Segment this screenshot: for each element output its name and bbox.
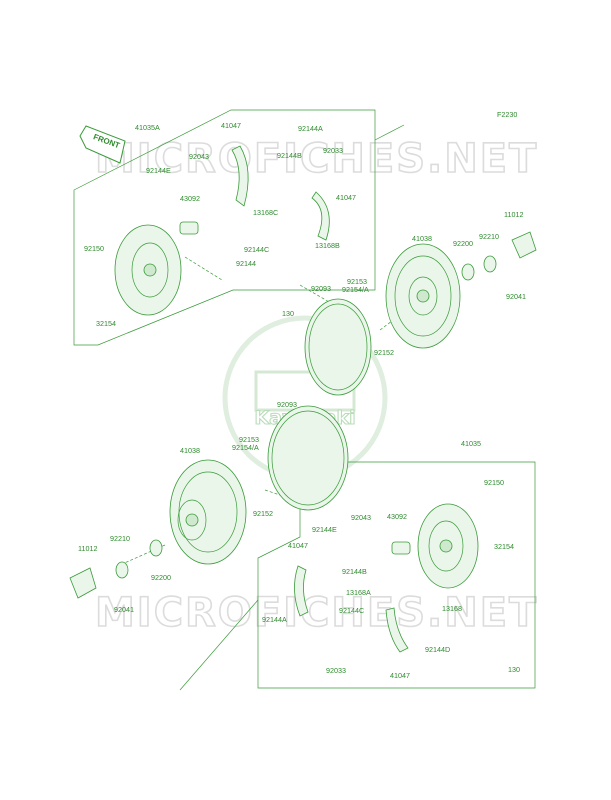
part-label[interactable]: 92154/A xyxy=(342,285,369,294)
part-label[interactable]: 92144A xyxy=(262,615,287,624)
part-label[interactable]: 41047 xyxy=(390,671,410,680)
part-label[interactable]: 92144E xyxy=(312,525,337,534)
part-label[interactable]: 92144C xyxy=(339,606,364,615)
part-labels: 41035A 41047 92144A 92043 92144E 92144B 92033 4… xyxy=(78,121,526,680)
part-label[interactable]: 92093 xyxy=(311,284,331,293)
part-label[interactable]: 130 xyxy=(508,665,520,674)
part-label[interactable]: 13168B xyxy=(315,241,340,250)
part-label[interactable]: 41047 xyxy=(288,541,308,550)
part-label[interactable]: 92150 xyxy=(84,244,104,253)
part-label[interactable]: 92041 xyxy=(506,292,526,301)
part-label[interactable]: 11012 xyxy=(504,210,523,219)
part-label[interactable]: 92033 xyxy=(326,666,346,675)
part-label[interactable]: 92200 xyxy=(453,239,473,248)
cap-lower xyxy=(69,539,163,599)
part-label[interactable]: 43092 xyxy=(387,512,407,521)
seal-ring-lower xyxy=(267,405,349,511)
part-label[interactable]: 13168C xyxy=(253,208,278,217)
part-label[interactable]: 13168 xyxy=(442,604,462,613)
drum-lower xyxy=(169,459,247,565)
part-label[interactable]: 13168A xyxy=(346,588,371,597)
part-label[interactable]: 41047 xyxy=(336,193,356,202)
cap-upper xyxy=(461,231,537,281)
part-label[interactable]: 92043 xyxy=(351,513,371,522)
part-label[interactable]: 41038 xyxy=(412,234,432,243)
part-label[interactable]: 92200 xyxy=(151,573,171,582)
part-label[interactable]: 92144E xyxy=(146,166,171,175)
part-label[interactable]: 92153 xyxy=(239,435,259,444)
figure-code: F2230 xyxy=(497,110,517,119)
part-label[interactable]: 92153 xyxy=(347,277,367,286)
part-label[interactable]: 92144B xyxy=(342,567,367,576)
backing-plate-upper xyxy=(114,224,182,316)
part-label[interactable]: 92144B xyxy=(277,151,302,160)
part-label[interactable]: 130 xyxy=(282,309,294,318)
seal-ring-upper xyxy=(304,298,372,396)
part-label[interactable]: 92154/A xyxy=(232,443,259,452)
part-label[interactable]: 41047 xyxy=(221,121,241,130)
part-label[interactable]: 92144D xyxy=(425,645,450,654)
watermark-bottom: MICROFICHES.NET xyxy=(95,590,538,636)
part-label[interactable]: 92041 xyxy=(114,605,134,614)
part-label[interactable]: 32154 xyxy=(494,542,514,551)
part-label[interactable]: 92150 xyxy=(484,478,504,487)
drum-upper xyxy=(385,243,461,349)
frame-upper xyxy=(73,109,376,346)
part-label[interactable]: 92144C xyxy=(244,245,269,254)
backing-plate-lower xyxy=(417,503,479,589)
part-label[interactable]: 32154 xyxy=(96,319,116,328)
wheel-cylinder-lower xyxy=(391,541,411,555)
wheel-cylinder-upper xyxy=(179,221,199,235)
part-label[interactable]: 11012 xyxy=(78,544,97,553)
part-label[interactable]: 92152 xyxy=(253,509,273,518)
front-arrow-icon: FRONT xyxy=(79,125,126,164)
part-label[interactable]: 92144 xyxy=(236,259,256,268)
watermark-top: MICROFICHES.NET xyxy=(95,136,538,182)
part-label[interactable]: 92043 xyxy=(189,152,209,161)
part-label[interactable]: 43092 xyxy=(180,194,200,203)
part-label[interactable]: 92210 xyxy=(110,534,130,543)
brake-shoe-upper xyxy=(231,145,330,241)
part-label[interactable]: 92152 xyxy=(374,348,394,357)
part-label[interactable]: 92144A xyxy=(298,124,323,133)
part-label[interactable]: 41038 xyxy=(180,446,200,455)
brake-shoe-lower xyxy=(294,565,409,653)
part-label[interactable]: 92093 xyxy=(277,400,297,409)
part-label[interactable]: 41035A xyxy=(135,123,160,132)
part-label[interactable]: 92210 xyxy=(479,232,499,241)
part-label[interactable]: 92033 xyxy=(323,146,343,155)
part-label[interactable]: 41035 xyxy=(461,439,481,448)
